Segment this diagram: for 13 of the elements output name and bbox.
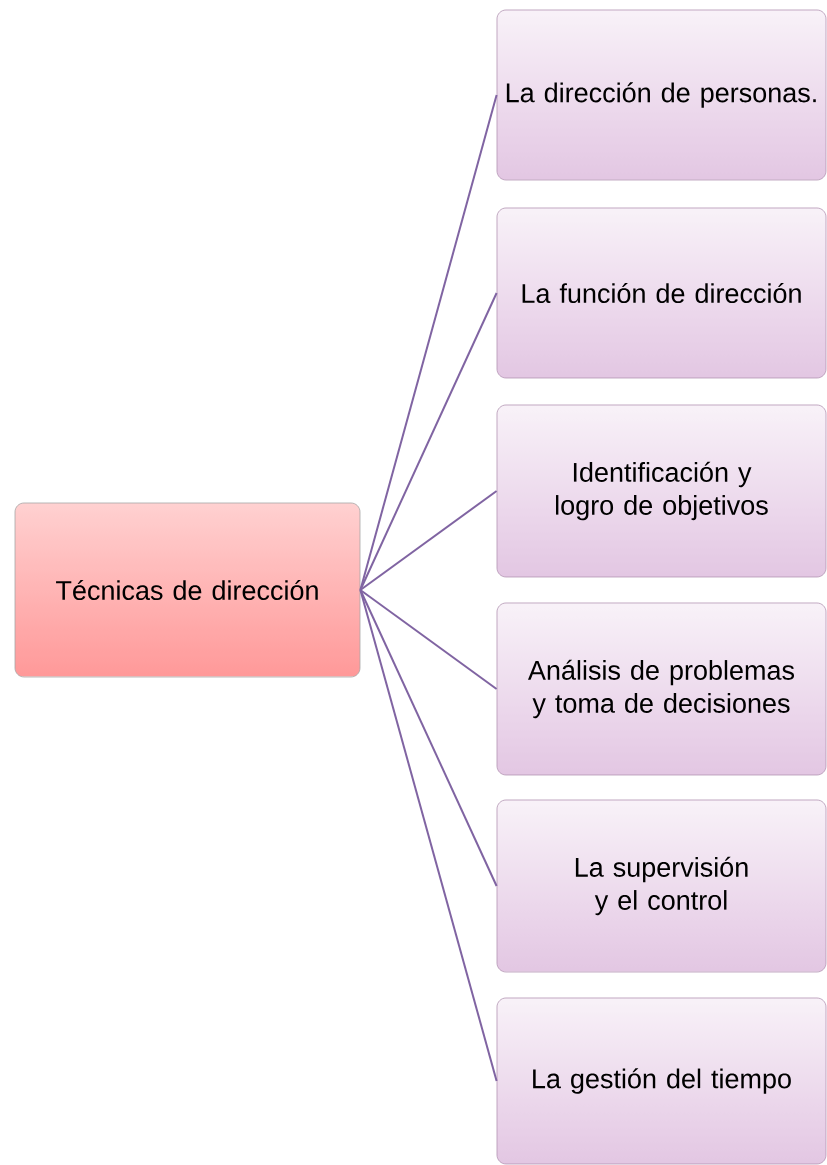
connector-line — [359, 589, 498, 1082]
connector-line — [359, 292, 498, 591]
subtopic-box: La función de dirección — [496, 207, 827, 379]
subtopic-box: Identificación y logro de objetivos — [496, 404, 827, 578]
connector-line — [359, 94, 498, 591]
topic-box: Técnicas de dirección — [14, 502, 361, 678]
subtopic-box: La dirección de personas. — [496, 9, 827, 181]
connector-line — [359, 589, 498, 690]
subtopic-box: La supervisión y el control — [496, 799, 827, 973]
subtopic-box: La gestión del tiempo — [496, 997, 827, 1165]
connector-line — [359, 589, 498, 887]
connector-line — [359, 490, 498, 591]
subtopic-box: Análisis de problemas y toma de decisiones — [496, 602, 827, 776]
